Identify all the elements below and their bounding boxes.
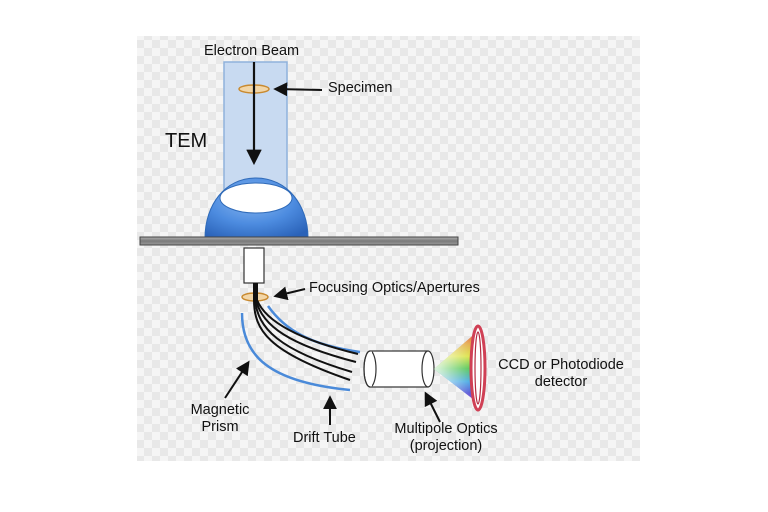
ccd-label: CCD or Photodiode detector [486,357,636,391]
magnetic-prism-line1: Magnetic [190,402,250,418]
ccd-label-line2: detector [534,374,588,390]
energy-spectrum-fade [434,331,478,403]
exit-tube [243,247,265,284]
multipole-pointer [424,391,441,423]
multipole-optics-label: Multipole Optics (projection) [381,421,511,455]
drift-tube-label: Drift Tube [293,430,356,446]
checker-background [137,36,640,461]
magnetic-prism-label: Magnetic Prism [178,402,262,436]
microscope-plate [139,236,459,246]
focusing-pointer [273,286,306,301]
ccd-label-line1: CCD or Photodiode [498,357,624,373]
multipole-cylinder [363,350,435,388]
lens-bore [219,182,293,214]
specimen-pointer [273,82,323,97]
specimen-label: Specimen [328,80,393,96]
tem-label: TEM [165,130,208,152]
magnetic-prism-outer [240,312,351,392]
ccd-detector-inner [474,331,482,405]
multipole-line2: (projection) [409,438,483,454]
electron-beam-label: Electron Beam [204,43,300,59]
dispersed-beams [253,283,359,381]
magnetic-prism-pointer [224,360,250,399]
focusing-optics-label: Focusing Optics/Apertures [309,280,480,296]
multipole-line1: Multipole Optics [394,421,498,437]
ccd-detector [469,324,487,412]
tem-column [223,61,288,193]
magnetic-prism-line2: Prism [201,419,239,435]
